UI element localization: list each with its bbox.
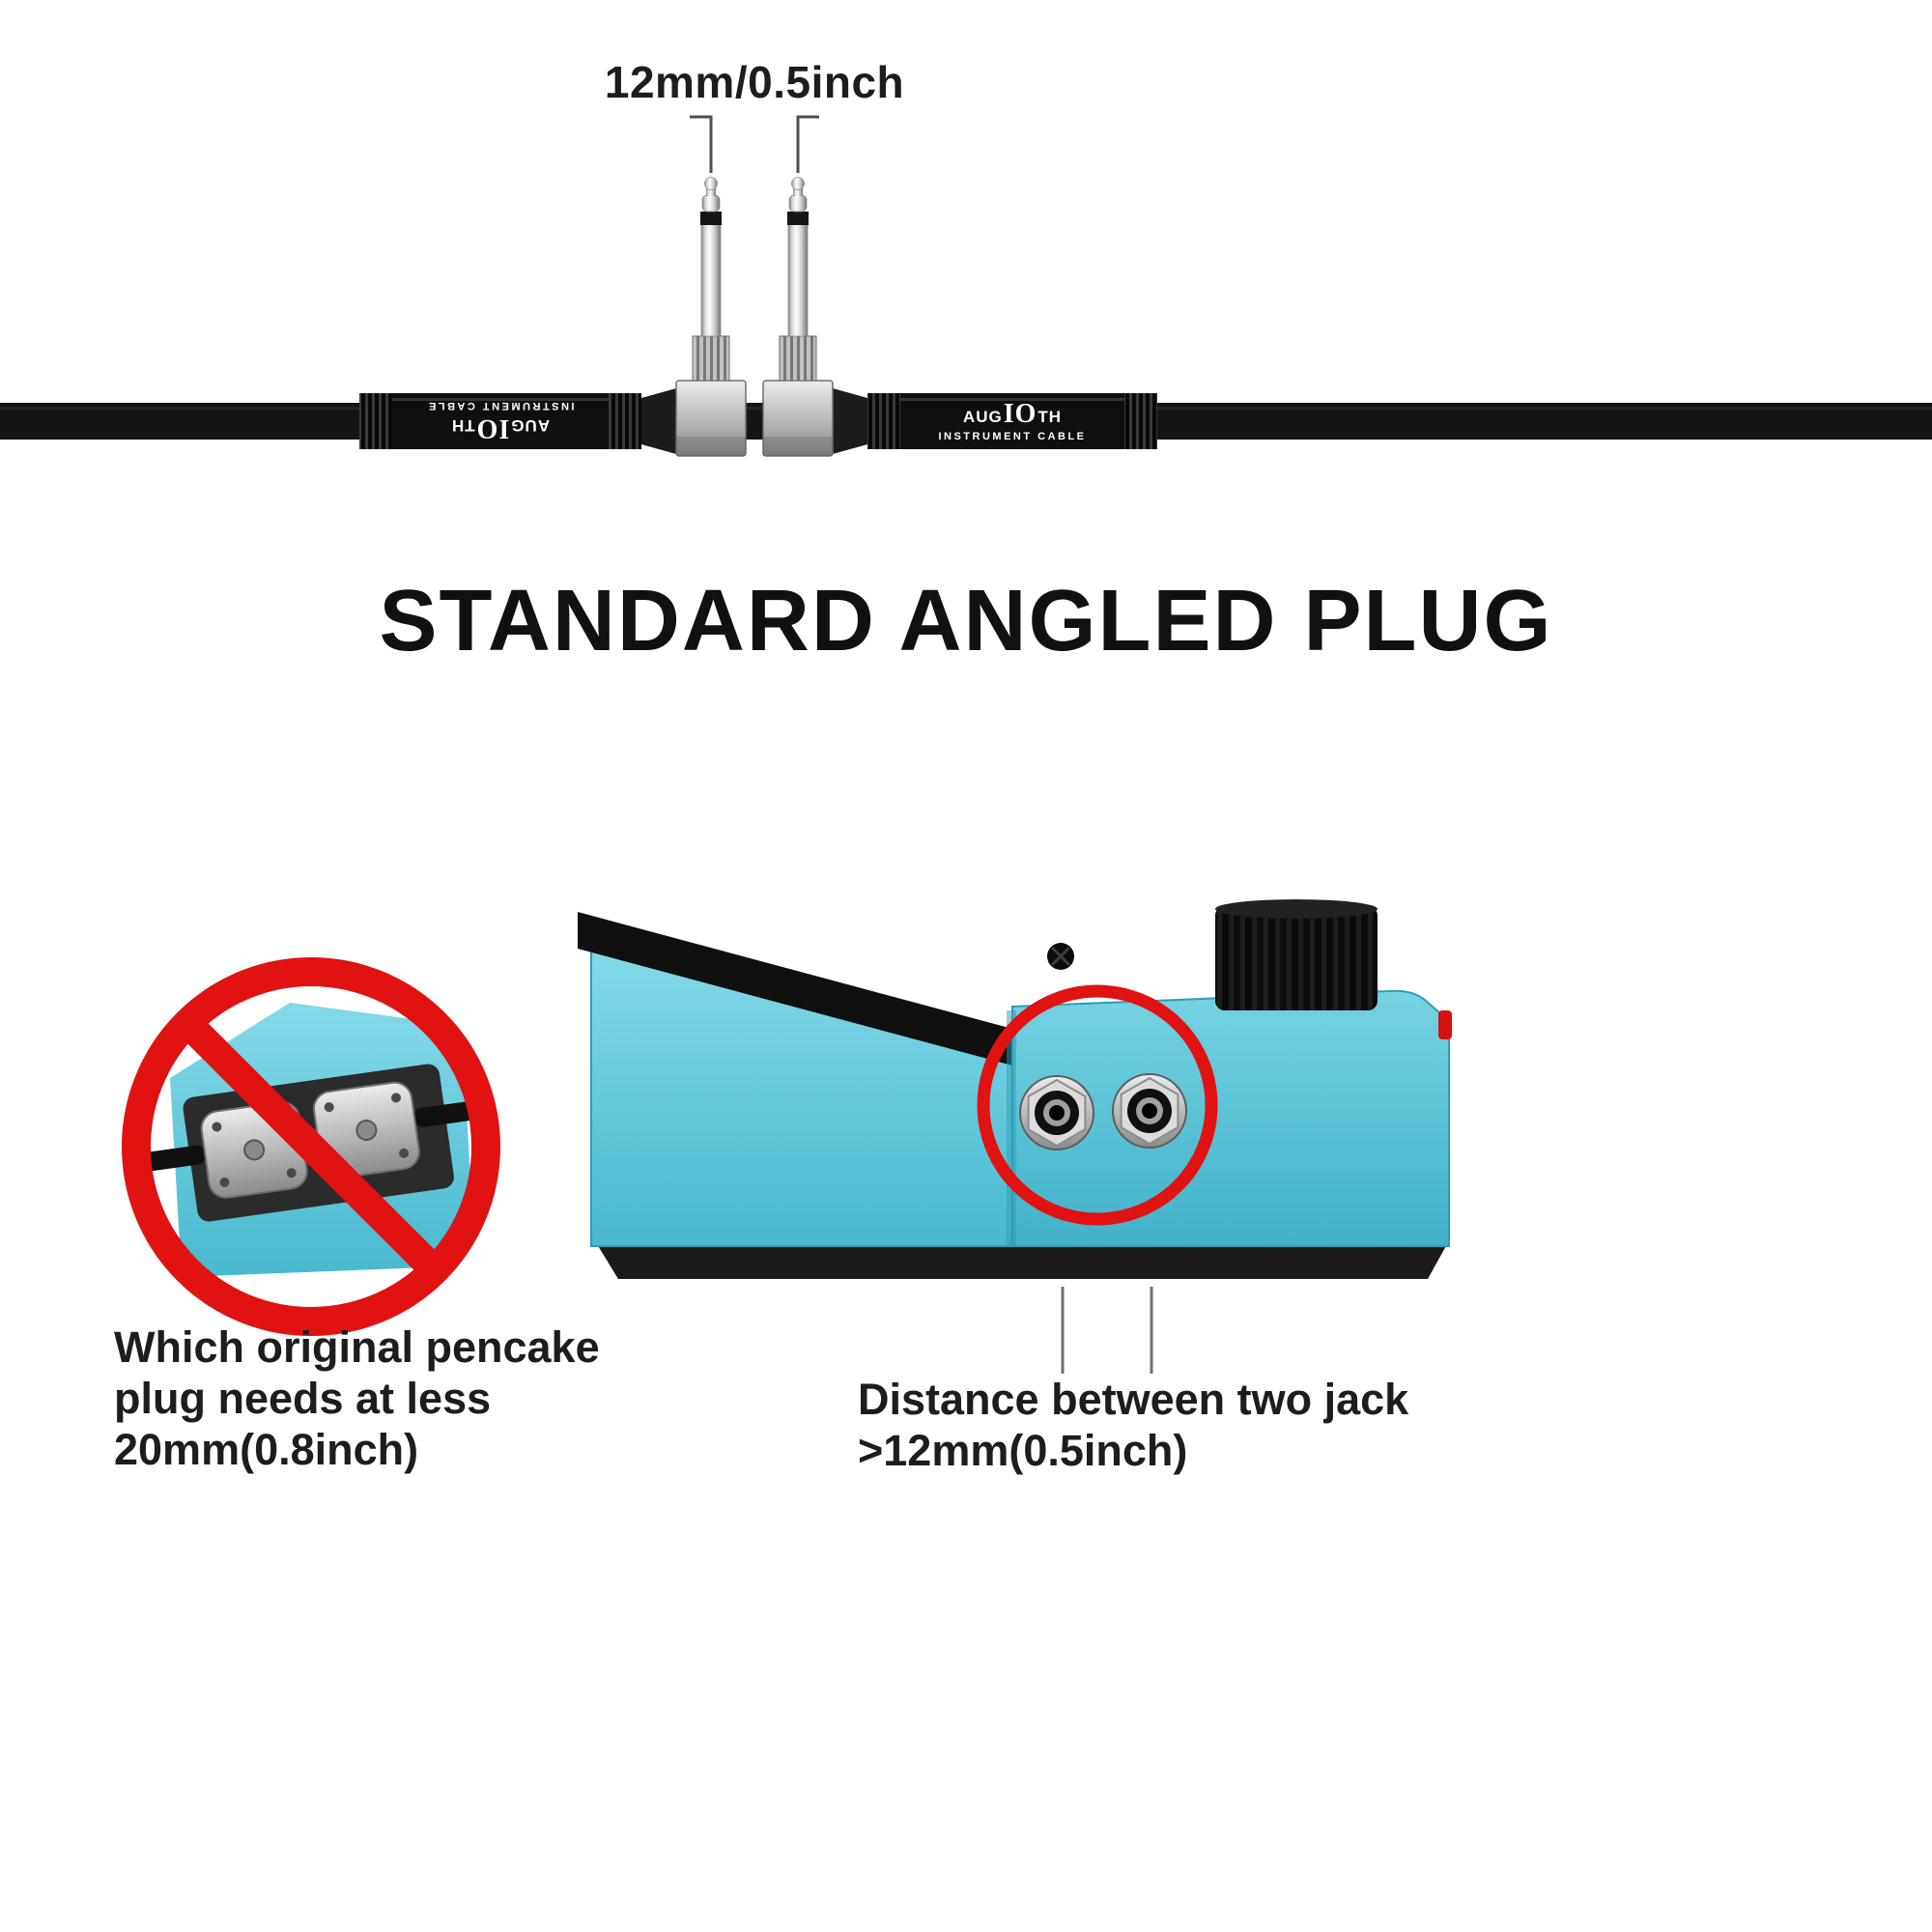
page-title: STANDARD ANGLED PLUG	[379, 573, 1553, 669]
jack-distance-caption: Distance between two jack >12mm(0.5inch)	[858, 1374, 1408, 1476]
top-measurement-label: 12mm/0.5inch	[604, 57, 905, 107]
cable-barrel-right	[867, 393, 1157, 449]
jack-distance-caption-line2: >12mm(0.5inch)	[858, 1426, 1188, 1476]
measurement-bracket-top	[690, 115, 819, 173]
no-symbol-slash	[177, 1012, 445, 1281]
pedal-knob	[1215, 899, 1378, 1010]
pedal-treadle-pad	[578, 912, 1016, 1066]
strain-relief-right	[833, 388, 867, 454]
no-pancake-plug-sign	[122, 957, 500, 1336]
pedal-red-switch	[1438, 1010, 1452, 1039]
no-symbol-icon	[122, 957, 500, 1336]
measurement-lines-bottom	[1061, 1287, 1153, 1374]
screw-icon	[1047, 943, 1074, 970]
jack-distance-caption-line1: Distance between two jack	[858, 1375, 1409, 1424]
output-jack-left	[1019, 1075, 1094, 1151]
strain-relief-left	[641, 388, 676, 454]
prohibition-caption: Which original pencake plug needs at les…	[114, 1321, 600, 1475]
cable-barrel-left	[359, 393, 641, 449]
output-jack-right	[1112, 1073, 1187, 1149]
prohibition-caption-line1: Which original pencake	[114, 1322, 600, 1372]
brand-subtitle: INSTRUMENT CABLE	[426, 400, 575, 412]
jack-highlight-circle	[977, 984, 1218, 1226]
patch-cable-illustration	[0, 115, 1932, 457]
pancake-connector-right	[312, 1081, 420, 1179]
right-angled-plug-right	[762, 176, 834, 457]
prohibition-caption-line2: plug needs at less	[114, 1374, 492, 1424]
right-angled-plug-left	[675, 177, 747, 457]
pedal-base	[597, 1244, 1447, 1279]
prohibition-caption-line3: 20mm(0.8inch)	[114, 1425, 419, 1475]
pedal-seam	[1007, 1010, 1016, 1246]
effects-pedal-illustration	[578, 899, 1452, 1374]
brand-subtitle: INSTRUMENT CABLE	[938, 430, 1087, 442]
